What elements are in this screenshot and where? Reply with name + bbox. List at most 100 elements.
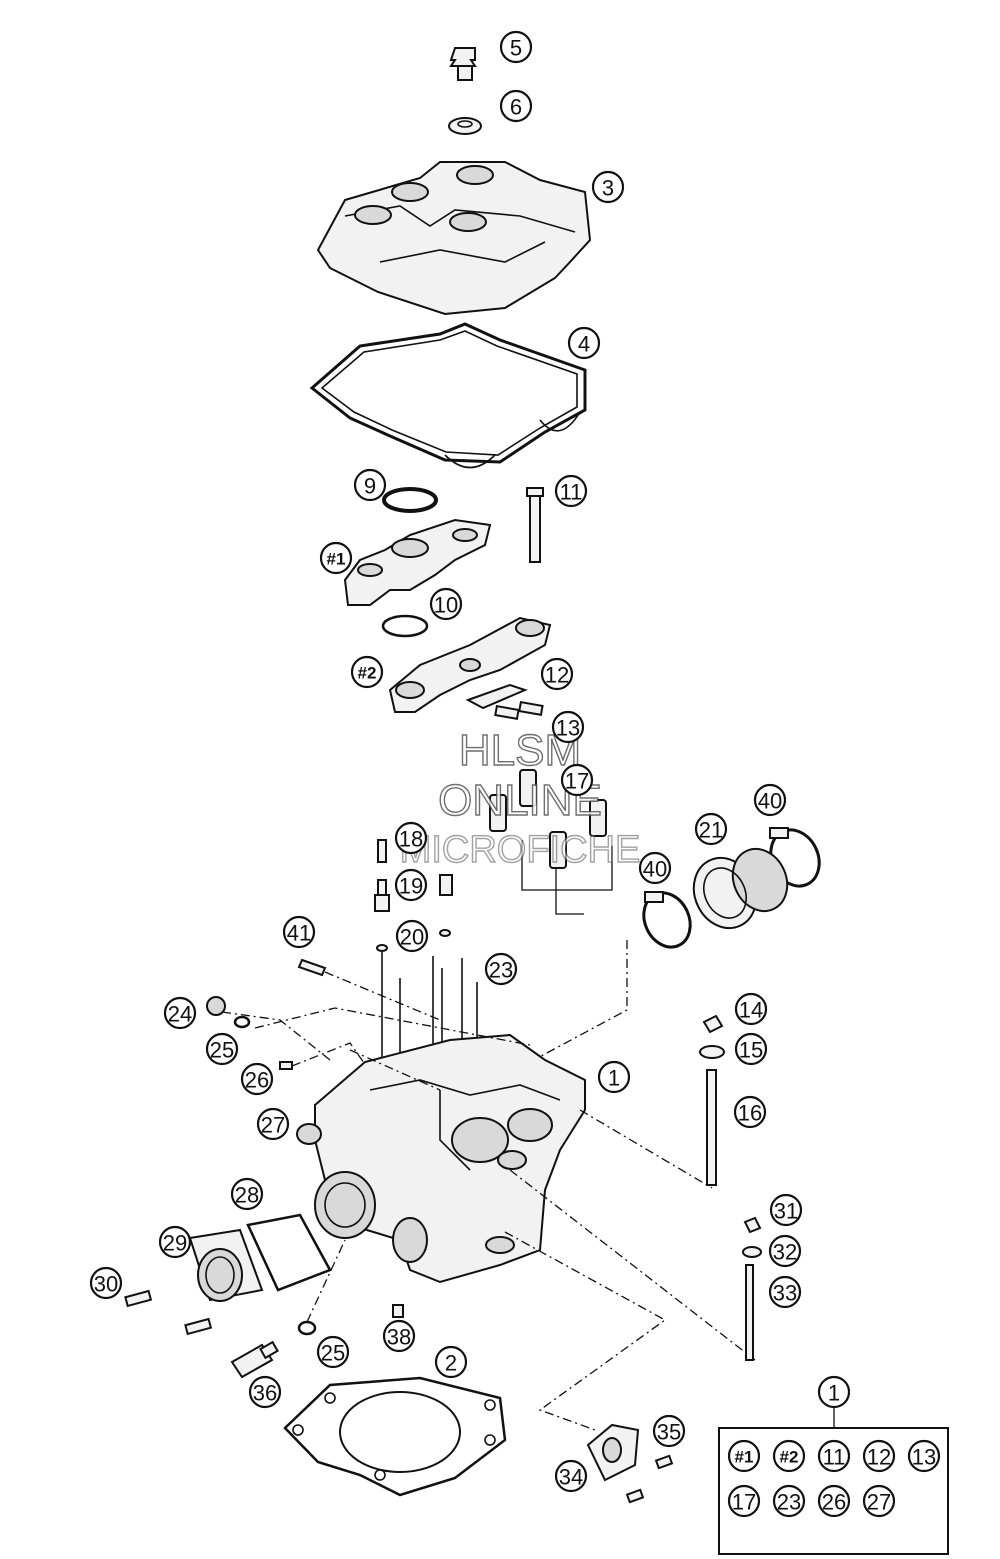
part-27-plug [296,1123,322,1145]
callout-19: 19 [394,868,428,902]
callout-35: 35 [652,1414,686,1448]
svg-text:27: 27 [867,1490,891,1515]
part-1-camshaft-bridge-upper [343,518,492,606]
callout-31: 31 [769,1193,803,1227]
svg-text:5: 5 [510,36,522,61]
part-25-o-ring-lower [297,1239,346,1336]
svg-text:#2: #2 [780,1448,799,1467]
svg-text:23: 23 [777,1490,801,1515]
svg-text:11: 11 [560,480,583,505]
svg-text:33: 33 [773,1281,797,1306]
svg-text:30: 30 [94,1272,118,1297]
part-12-plate [465,683,528,710]
svg-text:35: 35 [657,1420,681,1445]
svg-text:10: 10 [434,593,458,618]
svg-text:#1: #1 [735,1448,754,1467]
part-32-washer [742,1246,762,1258]
part-21-intake-boot [692,847,789,930]
svg-text:40: 40 [643,857,667,882]
callout-28: 28 [230,1177,264,1211]
svg-text:16: 16 [738,1101,762,1126]
svg-text:41: 41 [287,921,311,946]
svg-text:9: 9 [364,474,376,499]
part-33-stud [745,1264,754,1361]
svg-text:40: 40 [758,789,782,814]
svg-text:6: 6 [510,95,522,120]
svg-text:23: 23 [489,958,513,983]
svg-text:38: 38 [387,1325,411,1350]
kit-legend-header: 1 [817,1375,851,1409]
callout-1: 1 [597,1060,631,1094]
kit-item-3: 11 [817,1439,851,1473]
kit-item-7: 23 [772,1484,806,1518]
callout-24: 24 [163,996,197,1030]
part-9-seal-ring [382,487,438,513]
callout-29: 29 [158,1225,192,1259]
svg-text:19: 19 [399,874,423,899]
part-40-hose-clamp-lower [529,891,692,1063]
callout-27: 27 [256,1107,290,1141]
part-14-nut [702,1014,724,1034]
svg-text:34: 34 [559,1465,583,1490]
callout-18: 18 [394,821,428,855]
svg-text:4: 4 [578,332,590,357]
callout-20: 20 [395,919,429,953]
svg-text:27: 27 [261,1113,285,1138]
svg-text:32: 32 [773,1240,797,1265]
svg-text:28: 28 [235,1183,259,1208]
svg-text:31: 31 [774,1199,798,1224]
part-17-cam-followers [489,769,613,915]
part-10-o-ring [381,614,429,638]
part-41-screw [297,958,441,1021]
part-34-cover-plate [586,1423,640,1482]
part-11-bolt [526,487,544,563]
callout-40-upper: 40 [753,783,787,817]
part-31-nut [743,1216,762,1234]
callout-14: 14 [734,992,768,1026]
svg-text:11: 11 [823,1445,846,1470]
part-20-washers [376,929,451,952]
svg-text:1: 1 [608,1066,620,1091]
watermark: HLSM ONLINE MICROFICHE [399,725,641,871]
part-16-stud [706,1069,717,1186]
callout-3: 3 [591,170,625,204]
part-4-valve-cover-gasket [309,322,587,469]
svg-text:21: 21 [699,818,723,843]
svg-text:12: 12 [867,1445,891,1470]
svg-text:26: 26 [245,1068,269,1093]
svg-text:26: 26 [822,1490,846,1515]
kit-item-5: 13 [907,1439,941,1473]
part-30-bolts [124,1289,213,1336]
svg-text:#1: #1 [327,550,346,569]
part-1-camshaft-bridge-lower [388,616,552,713]
part-6-washer [448,117,482,135]
callout-34: 34 [554,1459,588,1493]
part-29-exhaust-flange [188,1228,264,1302]
kit-item-9: 27 [862,1484,896,1518]
watermark-line-3: MICROFICHE [400,829,641,871]
part-2-cylinder-head-gasket [283,1376,507,1497]
callout-12: 12 [540,657,574,691]
svg-text:36: 36 [253,1381,277,1406]
callout-4: 4 [567,326,601,360]
svg-text:20: 20 [400,925,424,950]
kit-item-6: 17 [727,1484,761,1518]
callout-21: 21 [694,812,728,846]
part-5-bolt [449,47,477,81]
svg-text:3: 3 [602,176,614,201]
callout-25-upper: 25 [205,1032,239,1066]
svg-text:12: 12 [545,663,569,688]
callout-11: 11 [554,474,588,508]
svg-text:18: 18 [399,827,423,852]
callout-bridge-2: #2 [350,655,384,689]
kit-legend: 1 #1 #2 11 12 13 17 23 26 27 [718,1375,949,1555]
callout-17: 17 [560,763,594,797]
callout-26: 26 [240,1062,274,1096]
part-15-washer [699,1045,725,1059]
part-13-bolts [494,700,544,720]
part-36-sensor [230,1340,279,1379]
part-28-gasket [246,1213,332,1292]
svg-text:#2: #2 [358,664,377,683]
kit-item-2: #2 [772,1439,806,1473]
